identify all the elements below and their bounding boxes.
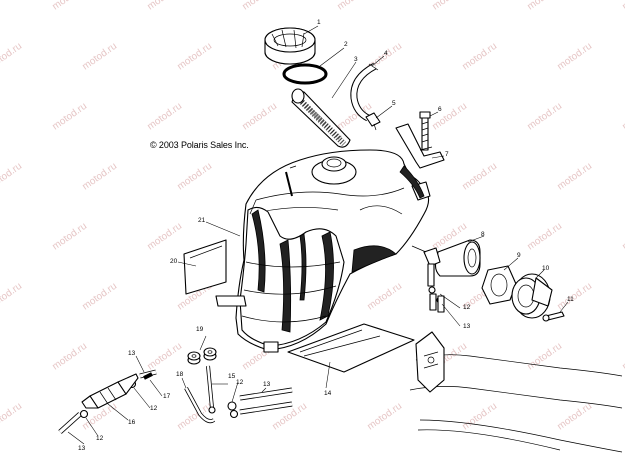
watermark-text: motod.ru [430, 0, 469, 12]
watermark-text: motod.ru [80, 281, 119, 313]
callout-21: 21 [198, 217, 206, 224]
watermark-text: motod.ru [50, 101, 89, 133]
clamps-pump [428, 286, 445, 313]
fuel-line-15 [206, 365, 216, 414]
check-valve [365, 112, 381, 131]
gasket [481, 265, 517, 305]
tank-pad [287, 323, 415, 373]
o-ring [282, 63, 328, 85]
watermark-text: motod.ru [240, 0, 279, 12]
copyright-notice: © 2003 Polaris Sales Inc. [150, 140, 249, 150]
frame-section [409, 331, 623, 453]
watermark-text: motod.ru [145, 101, 184, 133]
callout-numbers: 1 2 3 4 5 6 7 8 9 10 11 12 13 14 15 19 1… [78, 19, 574, 452]
fuel-line-18 [184, 387, 216, 424]
inline-fuel-filter [81, 373, 139, 409]
watermark-text: motod.ru [460, 41, 499, 73]
callout-12-left: 12 [150, 405, 158, 412]
watermark-text: motod.ru [50, 0, 89, 12]
watermark-text: motod.ru [145, 0, 184, 12]
watermark-text: motod.ru [525, 221, 564, 253]
callout-5: 5 [392, 100, 396, 107]
callout-12-bottom: 12 [96, 435, 104, 442]
watermark-text: motod.ru [335, 0, 374, 12]
callout-18: 18 [176, 371, 184, 378]
watermark-text: motod.ru [555, 161, 594, 193]
watermark-text: motod.ru [0, 401, 24, 433]
watermark-text: motod.ru [0, 161, 24, 193]
callout-13-bottom: 13 [78, 445, 86, 452]
fuel-line-17 [143, 372, 153, 380]
callout-12-mid: 12 [236, 379, 244, 386]
watermark-text: motod.ru [175, 41, 214, 73]
callout-10: 10 [542, 265, 550, 272]
watermark-text: motod.ru [80, 161, 119, 193]
watermark-text: motod.ru [620, 221, 625, 253]
callout-17: 17 [163, 393, 171, 400]
callout-9: 9 [517, 252, 521, 259]
callout-15: 15 [228, 373, 236, 380]
watermark-text: motod.ru [430, 101, 469, 133]
watermark-text: motod.ru [460, 401, 499, 433]
callout-13-left: 13 [128, 350, 136, 357]
watermark-text: motod.ru [175, 161, 214, 193]
screw [542, 311, 565, 322]
callout-8: 8 [481, 231, 485, 238]
watermark-text: motod.ru [365, 401, 404, 433]
callout-1: 1 [317, 19, 321, 26]
watermark-text: motod.ru [620, 341, 625, 373]
foam-filter [291, 88, 351, 148]
watermark-text: motod.ru [555, 281, 594, 313]
callout-14: 14 [324, 390, 332, 397]
watermark-text: motod.ru [460, 161, 499, 193]
watermark-text: motod.ru [0, 281, 24, 313]
callout-6: 6 [438, 106, 442, 113]
vent-hose [350, 62, 379, 122]
heat-shield-pad [183, 239, 227, 295]
grommets [187, 347, 217, 365]
watermark-text: motod.ru [80, 41, 119, 73]
callout-20: 20 [170, 258, 178, 265]
fuel-tank [215, 149, 431, 353]
watermark-text: motod.ru [525, 101, 564, 133]
callout-19: 19 [196, 326, 204, 333]
watermark-text: motod.ru [365, 281, 404, 313]
callout-4: 4 [384, 50, 388, 57]
pump-cover [511, 273, 553, 319]
callout-13-pump: 13 [463, 323, 471, 330]
callout-3: 3 [354, 56, 358, 63]
callout-11: 11 [567, 296, 574, 303]
watermark-text: motod.ru [555, 401, 594, 433]
fuel-cap [264, 27, 316, 65]
callout-16: 16 [128, 419, 136, 426]
callout-13-mid: 13 [263, 381, 271, 388]
watermark-text: motod.ru [50, 221, 89, 253]
watermark-text: motod.ru [525, 0, 564, 12]
mounting-bolt [419, 111, 431, 151]
watermark-text: motod.ru [555, 41, 594, 73]
callout-12-pump: 12 [463, 304, 471, 311]
watermark-text: motod.ru [50, 341, 89, 373]
watermark-text: motod.ru [145, 341, 184, 373]
watermark-text: motod.ru [240, 101, 279, 133]
watermark-text: motod.ru [620, 0, 625, 12]
fuel-pump [411, 239, 481, 287]
tank-bracket [395, 123, 445, 169]
callout-7: 7 [445, 151, 449, 158]
watermark-text: motod.ru [0, 41, 24, 73]
watermark-text: motod.ru [620, 101, 625, 133]
watermark-text: motod.ru [145, 221, 184, 253]
leader-lines [67, 25, 569, 445]
callout-2: 2 [344, 41, 348, 48]
